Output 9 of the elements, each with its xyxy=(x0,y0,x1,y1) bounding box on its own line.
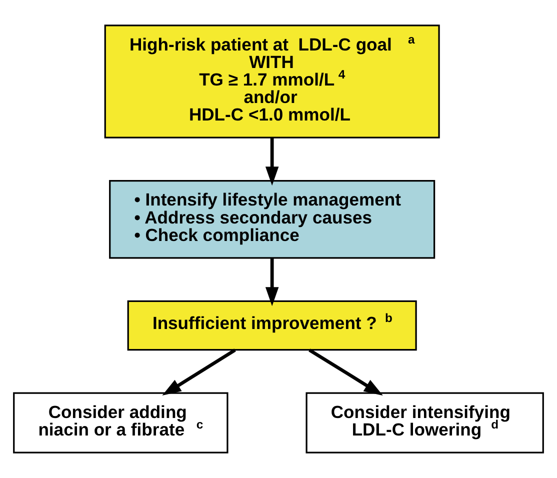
node-box: Insufficient improvement ?$^{b}$ xyxy=(127,300,417,351)
node-box: Consider adding niacin or a fibrate $^{c}$ xyxy=(13,392,228,454)
node-box: Consider intensifying LDL-C lowering $^{d}$ xyxy=(306,392,544,454)
node-box: High-risk patient at LDL-C goal $^{a}$ WITH TG ≥ 1.7 mmol/L$^{4}$ and/or HDL-C <1.0 mmol/L xyxy=(104,24,440,138)
node-box: • Intensify lifestyle management • Address secondary causes • Check compliance xyxy=(109,180,436,259)
arrow xyxy=(265,258,279,306)
arrow xyxy=(162,348,236,396)
arrow xyxy=(308,348,383,396)
arrow xyxy=(265,138,279,186)
